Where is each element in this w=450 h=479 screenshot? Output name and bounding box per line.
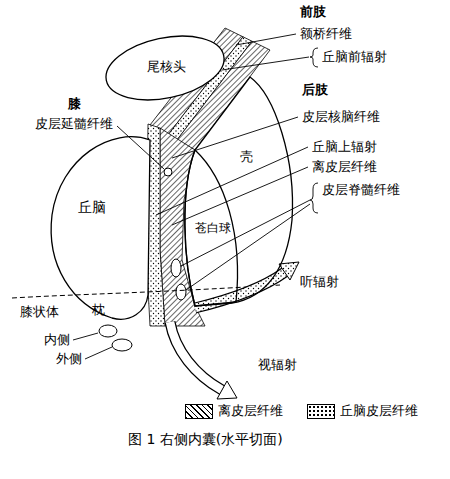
legend-text: 丘脑皮层纤维 bbox=[340, 404, 418, 418]
arrow-head bbox=[279, 262, 299, 280]
nucleus-outline bbox=[44, 122, 154, 327]
part-heading: 前肢 bbox=[300, 5, 326, 19]
radiation-arrow bbox=[170, 322, 222, 390]
nucleus-ground bbox=[51, 137, 150, 319]
part-label: 内侧 bbox=[44, 333, 70, 347]
part-label: 膝状体 bbox=[20, 305, 59, 319]
radiation-arrow bbox=[170, 322, 222, 390]
part-heading: 膝 bbox=[68, 97, 81, 111]
brace bbox=[310, 183, 318, 213]
nucleus-ground bbox=[185, 77, 293, 306]
thalamus: 丘脑 bbox=[44, 122, 154, 327]
part-label: 皮层脊髓纤维 bbox=[322, 183, 400, 197]
part-label: 听辐射 bbox=[300, 275, 339, 289]
radiation-arrow bbox=[195, 272, 285, 308]
part-label: 丘脑上辐射 bbox=[312, 140, 377, 154]
leader-line bbox=[156, 147, 308, 215]
caudate-head: 尾核头 bbox=[100, 30, 232, 108]
part-label: 视辐射 bbox=[258, 358, 297, 372]
putamen: 壳苍白球 bbox=[178, 45, 300, 310]
nucleus-outline bbox=[178, 45, 300, 310]
fiber-bundle bbox=[164, 168, 172, 176]
geniculate-body bbox=[112, 339, 132, 351]
fiber-bundle bbox=[171, 259, 181, 277]
leader-line bbox=[222, 57, 309, 70]
geniculate-body bbox=[99, 325, 117, 337]
leader-line bbox=[236, 34, 296, 45]
part-label: 皮层核脑纤维 bbox=[302, 110, 380, 124]
leader-line bbox=[172, 167, 308, 225]
nucleus-label: 苍白球 bbox=[195, 222, 231, 235]
radiation-arrow bbox=[195, 272, 285, 308]
nucleus-ground bbox=[100, 26, 230, 110]
leader-line bbox=[85, 347, 112, 359]
fiber-bundle bbox=[176, 284, 186, 300]
nucleus-label: 丘脑 bbox=[78, 200, 106, 215]
legend-swatch bbox=[307, 404, 335, 419]
leader-line bbox=[186, 204, 310, 290]
legend-swatch bbox=[185, 404, 213, 419]
legend-text: 离皮层纤维 bbox=[218, 404, 283, 418]
part-label: 离皮层纤维 bbox=[312, 160, 377, 174]
arrow-head bbox=[217, 381, 237, 399]
nucleus-label: 壳 bbox=[240, 150, 253, 164]
leader-line bbox=[117, 126, 164, 169]
part-label: 丘脑前辐射 bbox=[322, 50, 387, 64]
figure-caption: 图 1 右侧内囊(水平切面) bbox=[128, 432, 283, 447]
part-label: 枕 bbox=[92, 303, 105, 317]
part-label: 皮层延髓纤维 bbox=[35, 117, 113, 131]
brace bbox=[310, 48, 318, 67]
part-label: 额桥纤维 bbox=[300, 27, 352, 41]
part-label: 外侧 bbox=[56, 352, 82, 366]
part-heading: 后肢 bbox=[302, 83, 328, 97]
leader-line bbox=[73, 333, 98, 340]
globus-pallidus: 苍白球 bbox=[178, 145, 244, 310]
nucleus-label: 尾核头 bbox=[147, 60, 186, 74]
